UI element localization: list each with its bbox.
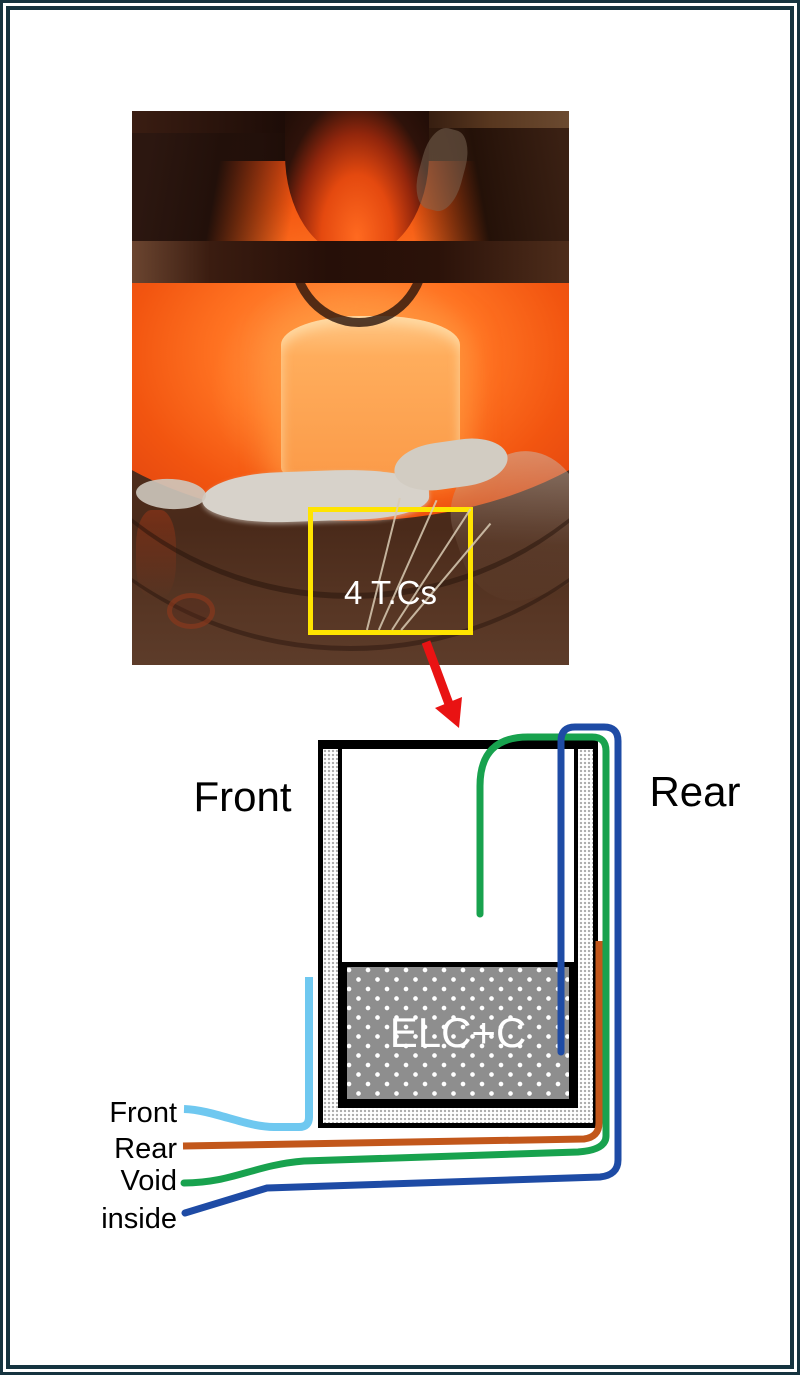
thermocouple-callout-box: 4 T.Cs xyxy=(308,498,492,635)
crucible-outline: ELC+C xyxy=(318,740,598,1128)
furnace-photo: 4 T.Cs xyxy=(132,111,569,665)
elc-material-region: ELC+C xyxy=(342,962,574,1104)
front-side-label: Front xyxy=(193,773,292,820)
legend-label-inside: inside xyxy=(101,1203,177,1235)
legend-label-rear: Rear xyxy=(114,1133,177,1165)
crucible-cavity: ELC+C xyxy=(338,749,578,1108)
figure-border-inner xyxy=(6,6,794,1369)
rim-bolt-boss xyxy=(166,592,216,629)
legend-label-void: Void xyxy=(120,1165,177,1197)
legend-label-front: Front xyxy=(109,1097,177,1129)
rear-side-label: Rear xyxy=(649,768,741,815)
rim-groove-lower xyxy=(132,111,569,652)
elc-material-label: ELC+C xyxy=(389,1009,527,1056)
thermocouple-wire xyxy=(390,508,471,631)
thermocouple-count-label: 4 T.Cs xyxy=(344,574,437,611)
